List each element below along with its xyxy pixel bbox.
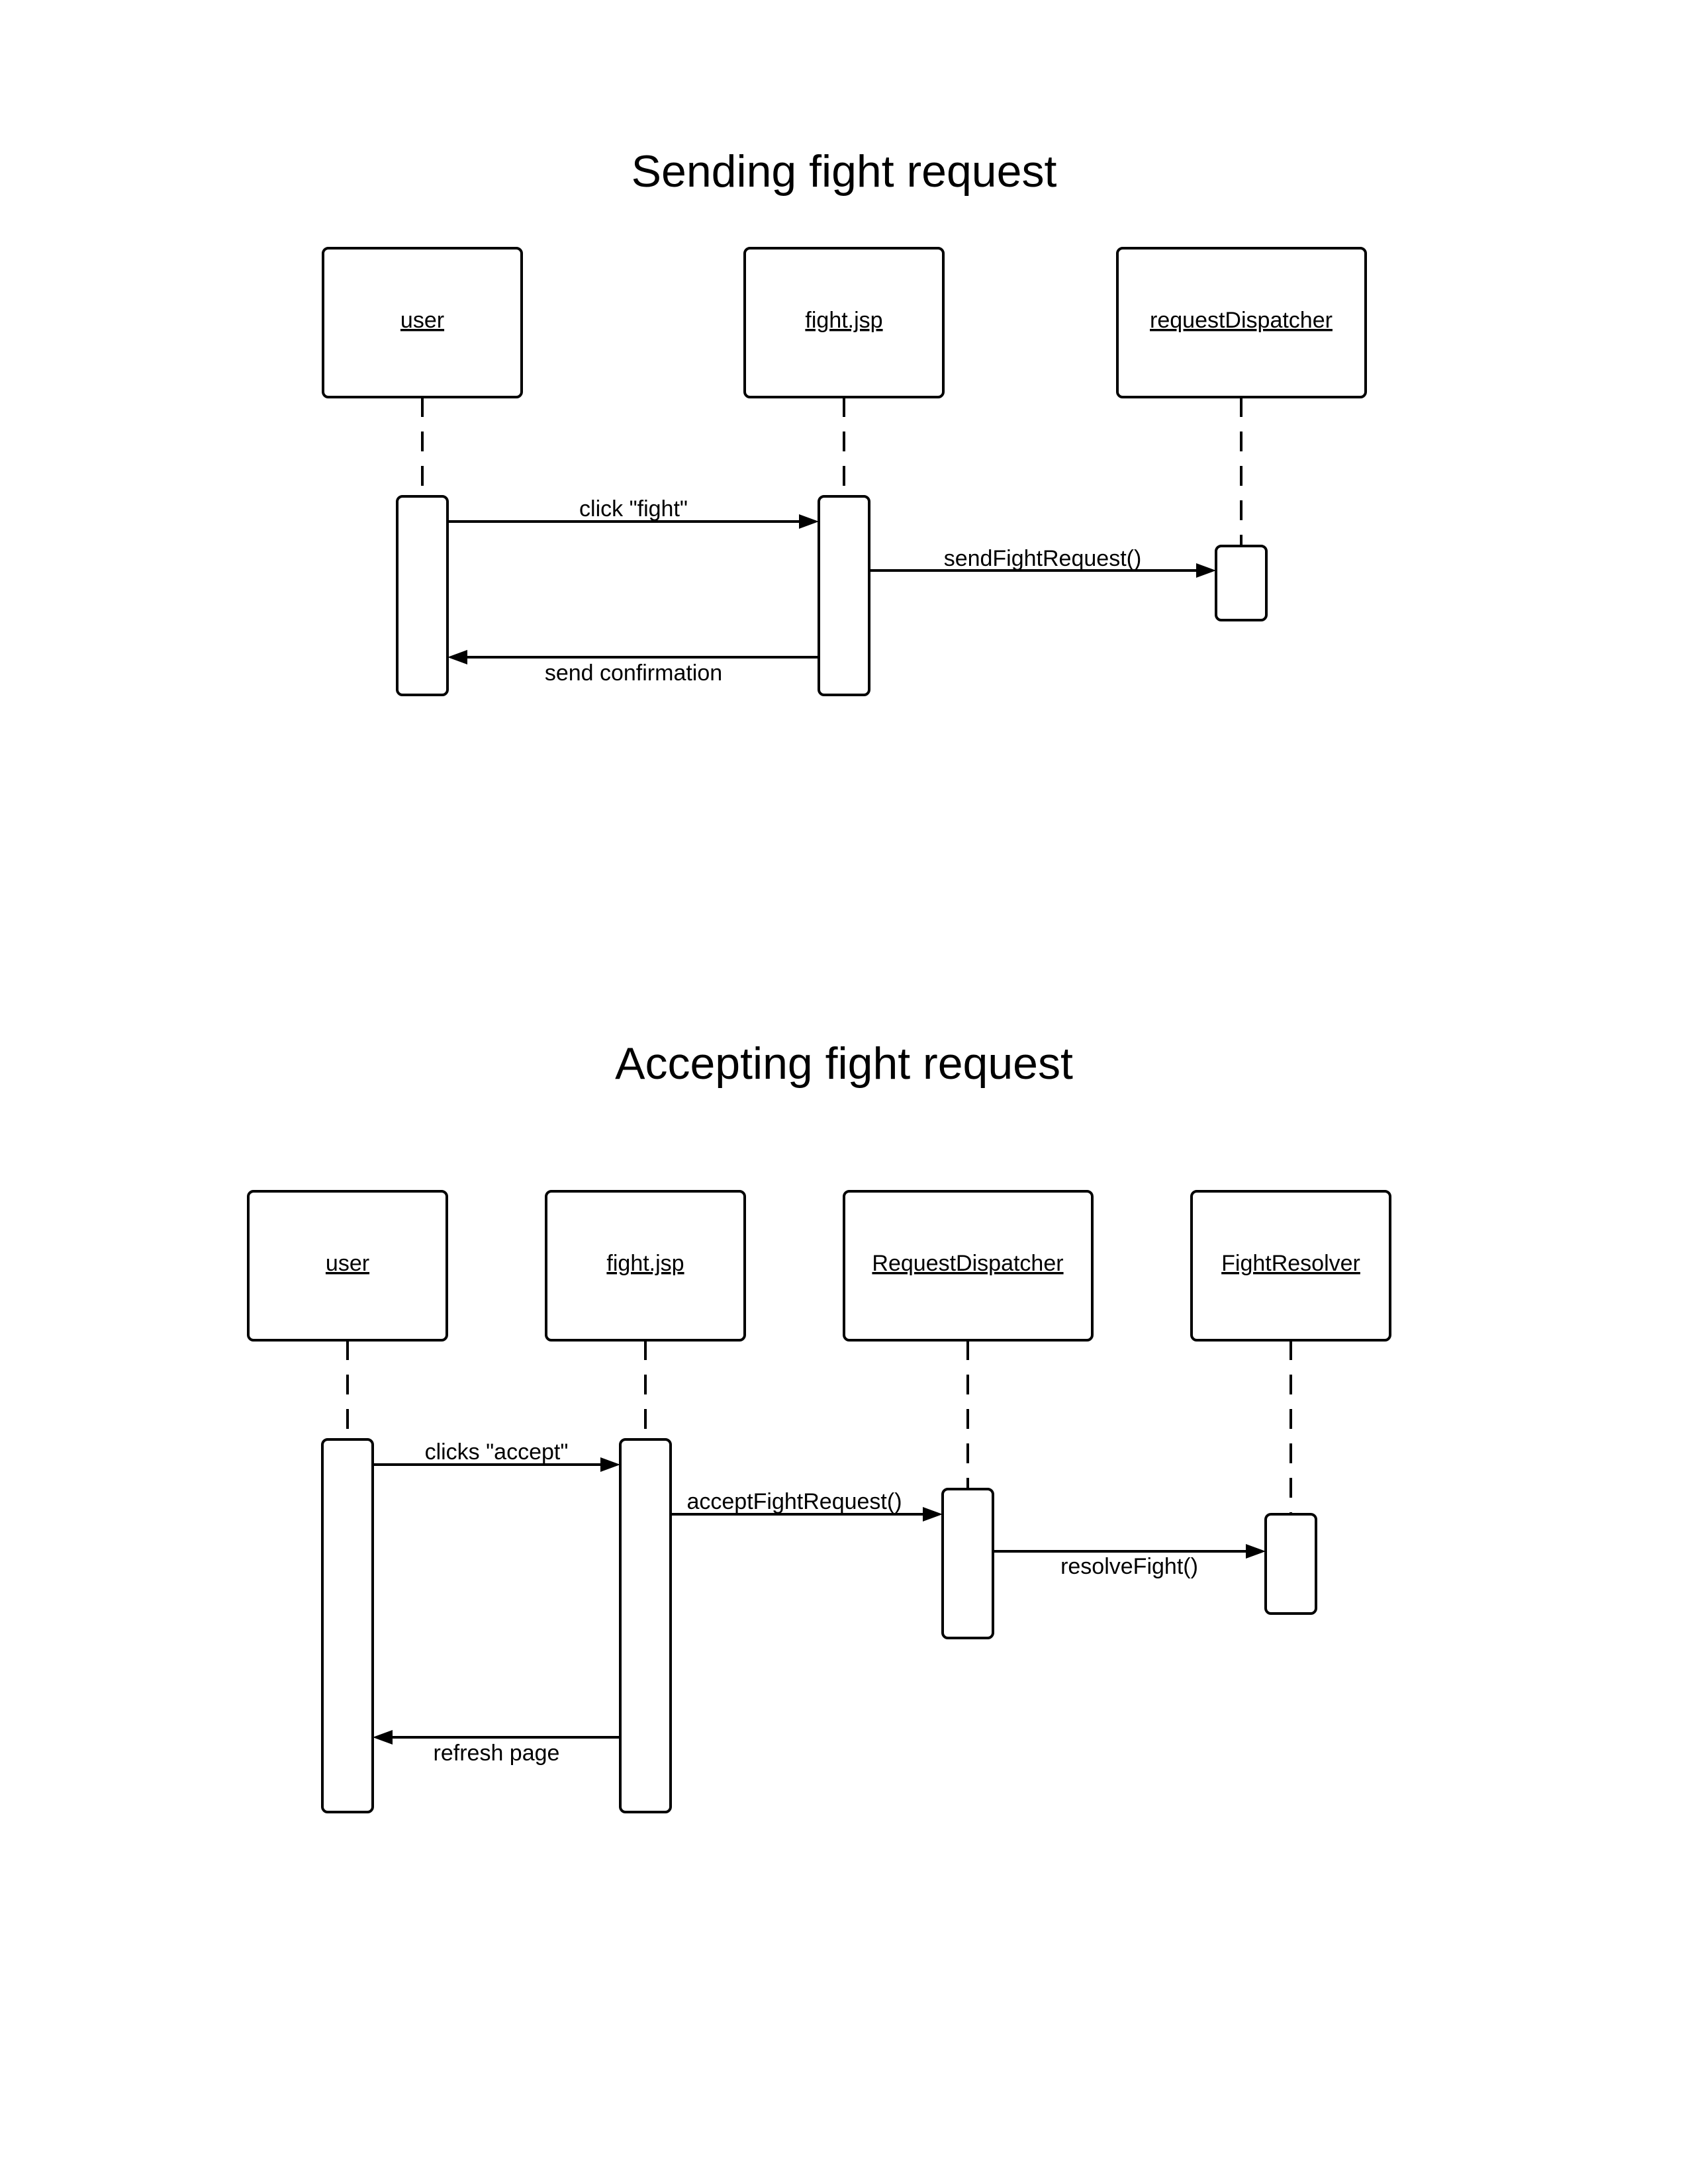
activation-bar: [1215, 545, 1268, 621]
participant-user-1: user: [322, 247, 523, 696]
arrowhead: [923, 1507, 943, 1522]
message-resolve-fight: resolveFight(): [993, 1544, 1266, 1579]
participant-fight-resolver: FightResolver: [1190, 1190, 1391, 1615]
message-refresh-page: refresh page: [373, 1730, 620, 1766]
participant-label: fight.jsp: [805, 308, 882, 333]
arrowhead: [799, 514, 819, 529]
message-label: send confirmation: [545, 660, 722, 686]
arrowhead: [600, 1457, 620, 1472]
participant-label: user: [400, 308, 444, 333]
message-label: sendFightRequest(): [944, 546, 1142, 571]
participant-label: fight.jsp: [606, 1251, 684, 1276]
arrowhead: [373, 1730, 393, 1745]
participant-fight-jsp-1: fight.jsp: [743, 247, 945, 696]
message-send-fight-request: sendFightRequest(): [869, 546, 1216, 578]
activation-bar: [396, 495, 449, 696]
message-label: clicks "accept": [425, 1439, 569, 1465]
arrowhead: [1246, 1544, 1266, 1559]
message-label: refresh page: [434, 1741, 560, 1766]
message-send-confirmation: send confirmation: [447, 650, 819, 686]
message-label: click "fight": [579, 496, 688, 522]
participant-user-2: user: [247, 1190, 448, 1813]
sequence-diagram-sending: Sending fight request user fight.jsp req…: [322, 146, 1367, 696]
participant-label: requestDispatcher: [1150, 308, 1333, 333]
participant-request-dispatcher-1: requestDispatcher: [1116, 247, 1367, 621]
participant-request-dispatcher-2: RequestDispatcher: [843, 1190, 1094, 1639]
arrowhead: [447, 650, 467, 664]
participant-label: FightResolver: [1221, 1251, 1360, 1276]
diagram-title-sending: Sending fight request: [632, 146, 1057, 197]
participant-fight-jsp-2: fight.jsp: [545, 1190, 746, 1813]
participant-label: user: [326, 1251, 369, 1276]
activation-bar: [1264, 1513, 1317, 1615]
activation-bar: [818, 495, 870, 696]
activation-bar: [941, 1488, 994, 1639]
activation-bar: [321, 1438, 374, 1813]
message-accept-fight-request: acceptFightRequest(): [671, 1489, 943, 1522]
message-clicks-accept: clicks "accept": [373, 1439, 620, 1472]
arrowhead: [1196, 563, 1216, 578]
diagram-title-accepting: Accepting fight request: [615, 1038, 1073, 1089]
participant-label: RequestDispatcher: [872, 1251, 1063, 1276]
activation-bar: [619, 1438, 672, 1813]
sequence-diagram-accepting: Accepting fight request user fight.jsp R…: [247, 1038, 1391, 1813]
message-label: resolveFight(): [1060, 1554, 1198, 1579]
message-click-fight: click "fight": [447, 496, 819, 529]
message-label: acceptFightRequest(): [686, 1489, 902, 1514]
